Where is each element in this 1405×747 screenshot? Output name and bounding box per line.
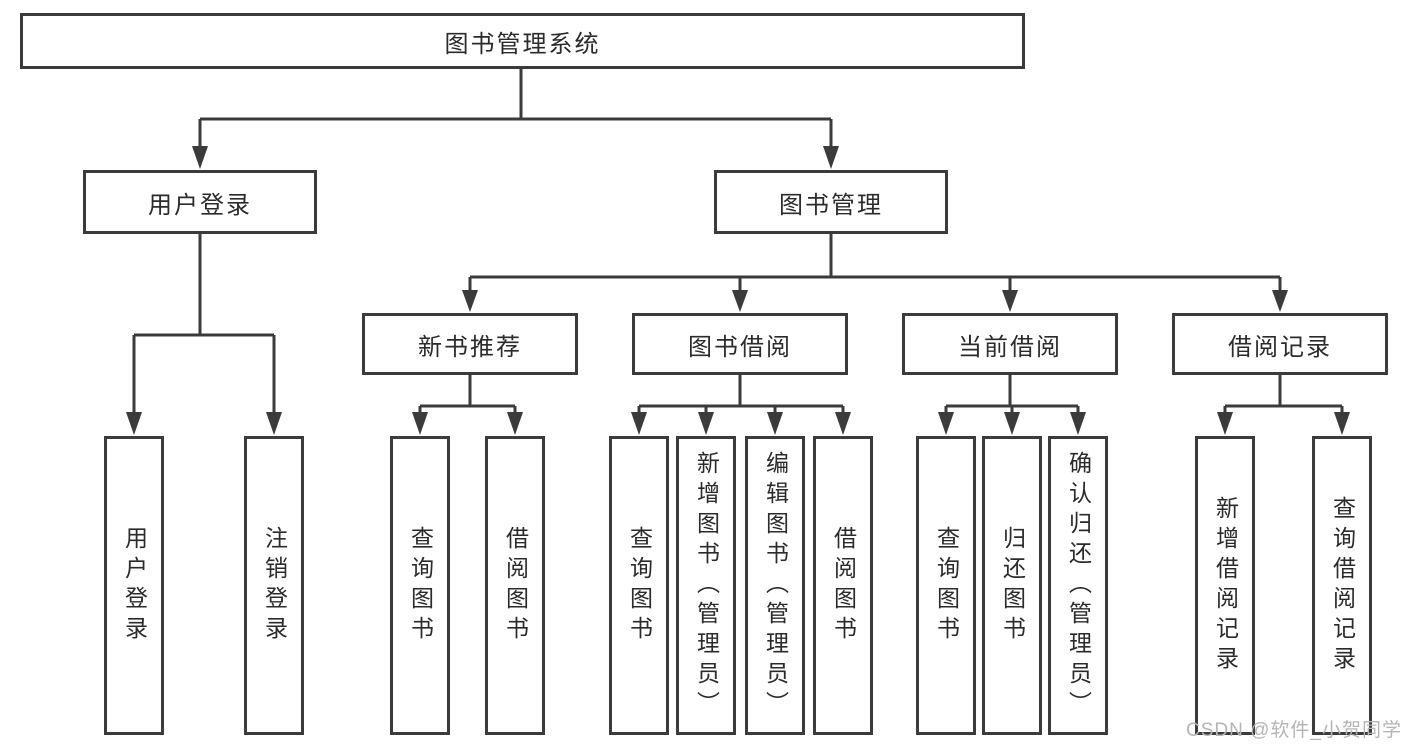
node-leaf-add-borrow-record: 新增借阅记录 — [1195, 436, 1255, 735]
node-book-management-module: 图书管理 — [714, 170, 948, 234]
node-leaf-query-books-2: 查询图书 — [609, 436, 669, 735]
node-leaf-query-borrow-record: 查询借阅记录 — [1312, 436, 1372, 735]
node-leaf-return-books: 归还图书 — [982, 436, 1042, 735]
node-current-borrowing: 当前借阅 — [902, 313, 1118, 375]
node-user-login-module: 用户登录 — [83, 170, 317, 234]
node-leaf-confirm-return-admin: 确认归还（管理员） — [1048, 436, 1108, 735]
node-borrowing-records: 借阅记录 — [1172, 313, 1388, 375]
node-book-borrowing: 图书借阅 — [632, 313, 848, 375]
node-leaf-query-books-1: 查询图书 — [390, 436, 450, 735]
node-new-book-recommendation: 新书推荐 — [362, 313, 578, 375]
node-leaf-user-login: 用户登录 — [104, 436, 164, 735]
node-leaf-borrow-books-1: 借阅图书 — [485, 436, 545, 735]
node-leaf-edit-books-admin: 编辑图书（管理员） — [745, 436, 805, 735]
node-leaf-query-books-3: 查询图书 — [916, 436, 976, 735]
node-leaf-add-books-admin: 新增图书（管理员） — [676, 436, 736, 735]
node-library-management-system: 图书管理系统 — [20, 13, 1025, 69]
node-leaf-borrow-books-2: 借阅图书 — [813, 436, 873, 735]
node-leaf-logout: 注销登录 — [244, 436, 304, 735]
csdn-watermark: CSDN @软件_小贺同学 — [1186, 720, 1402, 741]
